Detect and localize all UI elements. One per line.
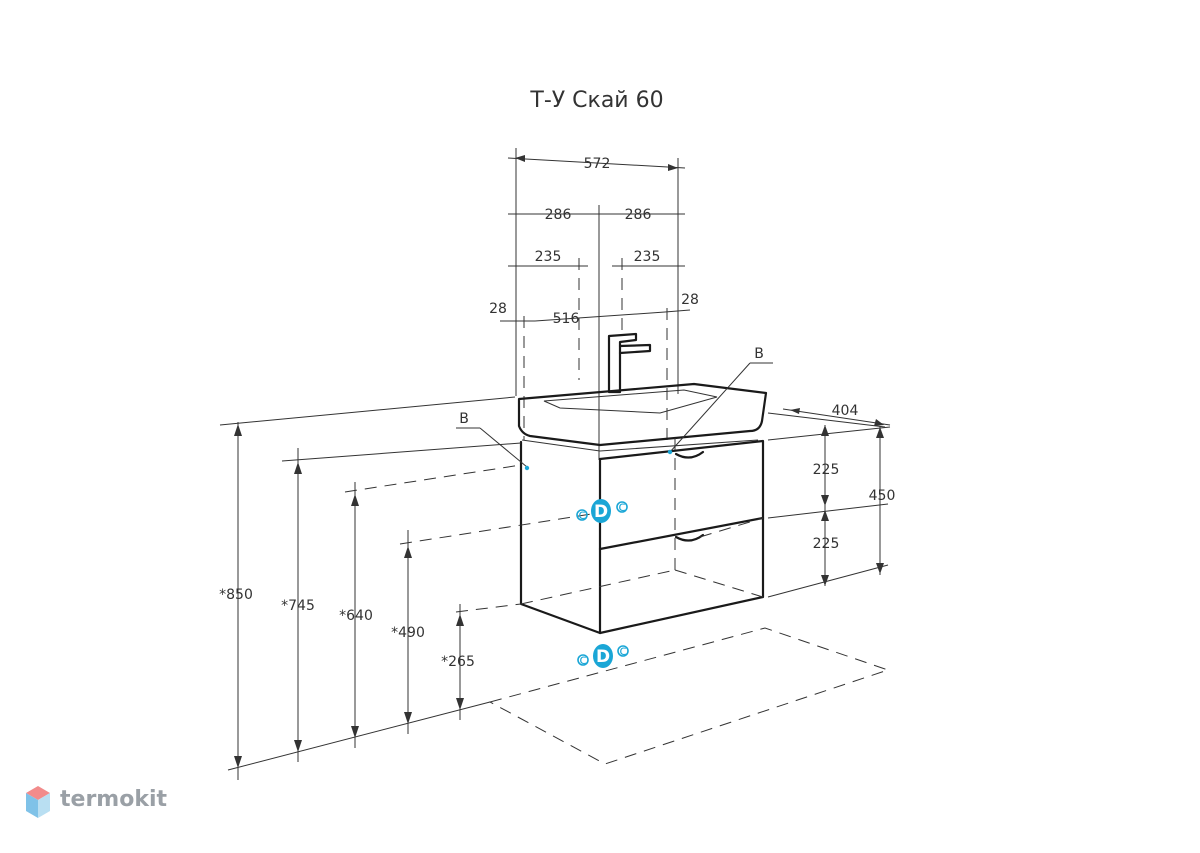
dim-572: 572 (584, 156, 611, 172)
cold-connector-label: c (578, 508, 585, 523)
drain-connector-label: D (594, 502, 608, 522)
dim-225-bottom: 225 (813, 536, 840, 552)
dim-404: 404 (832, 403, 859, 419)
cold-floor-connector-icon (577, 654, 589, 666)
cube-icon (26, 786, 50, 818)
dim-28-right: 28 (681, 292, 699, 308)
cold-connector-icon (576, 509, 588, 521)
drain-floor-connector-icon (593, 644, 613, 668)
b-leaders (456, 362, 773, 468)
dim-450: 450 (869, 488, 896, 504)
left-height-dimensions (219, 396, 522, 780)
depth-dimension (767, 408, 891, 428)
dim-265: *265 (441, 654, 475, 670)
hot-connector-icon (616, 501, 628, 513)
hot-connector-label: c (618, 500, 625, 515)
dim-235-right: 235 (634, 249, 661, 265)
drain-floor-connector-label: D (596, 647, 610, 667)
cold-floor-connector-label: c (579, 653, 586, 668)
drain-connector-icon (591, 499, 611, 523)
cabinet (519, 439, 765, 635)
label-b-left: B (459, 411, 469, 427)
projection-lines (344, 430, 890, 765)
dim-286-right: 286 (625, 207, 652, 223)
top-dimension-lines (500, 148, 691, 460)
dim-225-top: 225 (813, 462, 840, 478)
b-point-left (524, 465, 530, 471)
hot-floor-connector-icon (617, 645, 629, 657)
dim-235-left: 235 (535, 249, 562, 265)
connectors-lower: c D c (577, 644, 629, 668)
dim-490: *490 (391, 625, 425, 641)
right-height-dimensions (767, 425, 891, 598)
dim-516: 516 (553, 311, 580, 327)
dim-850: *850 (219, 587, 253, 603)
b-point-right (667, 449, 673, 455)
dim-640: *640 (339, 608, 373, 624)
dim-28-left: 28 (489, 301, 507, 317)
drawing-title: Т-У Скай 60 (529, 88, 663, 113)
washbasin (517, 382, 768, 452)
dim-745: *745 (281, 598, 315, 614)
hot-floor-connector-label: c (619, 644, 626, 659)
brand-name: termokit (60, 787, 168, 812)
dim-286-left: 286 (545, 207, 572, 223)
faucet (607, 332, 652, 394)
label-b-right: B (754, 346, 764, 362)
connectors-upper: c D c (576, 499, 628, 523)
